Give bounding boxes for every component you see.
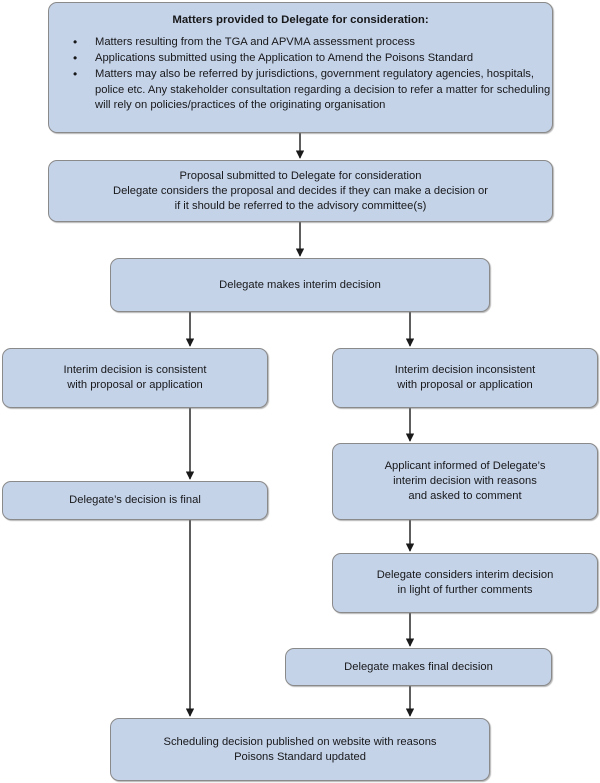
node-line: if it should be referred to the advisory… (174, 199, 427, 212)
node-line: Delegate makes interim decision (219, 278, 381, 291)
node-delegate-makes-interim-decision[interactable]: Delegate makes interim decision (110, 258, 490, 312)
node-line: Delegate’s decision is final (69, 494, 201, 506)
node-interim-decision-consistent[interactable]: Interim decision is consistent with prop… (2, 348, 268, 408)
node-line: Scheduling decision published on website… (163, 735, 437, 748)
node-line: Poisons Standard updated (234, 750, 366, 763)
node-line: interim decision with reasons (393, 475, 537, 487)
node-scheduling-decision-published[interactable]: Scheduling decision published on website… (110, 718, 490, 781)
node-line: Interim decision is consistent (63, 364, 207, 376)
list-item-line: will rely on policies/practices of the o… (95, 99, 386, 111)
list-item-line: Matters may also be referred by jurisdic… (95, 68, 535, 80)
node-line: Delegate considers interim decision (376, 569, 554, 581)
list-item: Matters resulting from the TGA and APVMA… (71, 35, 538, 51)
node-line: with proposal or application (397, 379, 533, 391)
list-item: Matters may also be referred by jurisdic… (71, 67, 551, 114)
node-line: Delegate makes final decision (344, 660, 493, 673)
node-delegate-considers-comments[interactable]: Delegate considers interim decision in l… (332, 553, 598, 613)
node-applicant-informed[interactable]: Applicant informed of Delegate’s interim… (332, 443, 598, 520)
list-item-line: police etc. Any stakeholder consultation… (95, 83, 551, 96)
node-matters-bullet-list: Matters resulting from the TGA and APVMA… (63, 35, 551, 114)
node-matters-heading: Matters provided to Delegate for conside… (172, 14, 429, 26)
node-line: in light of further comments (397, 584, 533, 596)
node-line: Applicant informed of Delegate’s (384, 460, 546, 472)
node-delegates-decision-is-final[interactable]: Delegate’s decision is final (2, 481, 268, 520)
list-item: Applications submitted using the Applica… (71, 51, 538, 67)
node-line: Delegate considers the proposal and deci… (112, 184, 488, 197)
node-line: Proposal submitted to Delegate for consi… (179, 169, 422, 182)
node-interim-decision-inconsistent[interactable]: Interim decision inconsistent with propo… (332, 348, 598, 408)
node-matters-provided[interactable]: Matters provided to Delegate for conside… (48, 2, 553, 133)
node-line: with proposal or application (67, 379, 203, 391)
node-delegate-makes-final-decision[interactable]: Delegate makes final decision (285, 648, 552, 686)
node-line: and asked to comment (408, 490, 522, 502)
node-proposal-submitted[interactable]: Proposal submitted to Delegate for consi… (48, 160, 553, 222)
node-line: Interim decision inconsistent (394, 364, 536, 376)
